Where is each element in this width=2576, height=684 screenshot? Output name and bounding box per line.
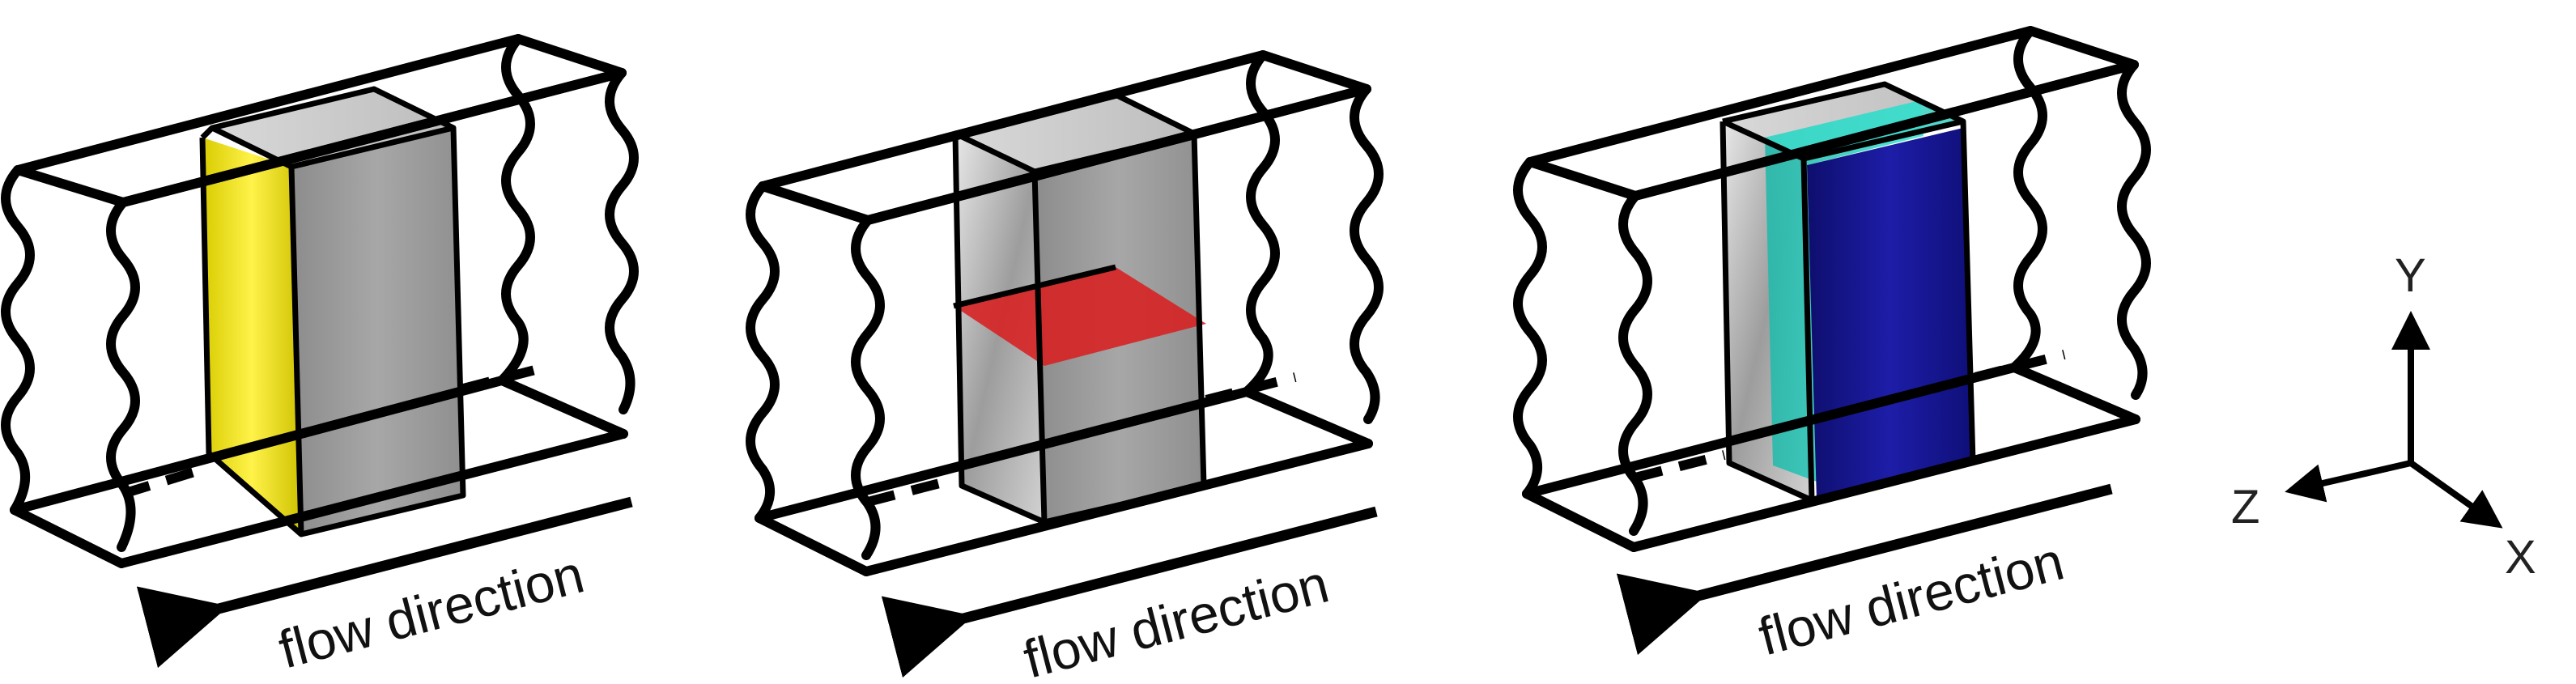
panel-middle: flow direction xyxy=(746,50,1384,684)
flow-label: flow direction xyxy=(273,543,589,679)
sample-top-face xyxy=(212,89,453,167)
blue-volume xyxy=(1807,128,1973,500)
wavy-edge xyxy=(1513,157,1547,499)
wavy-edge xyxy=(1,165,35,515)
sample-front-face xyxy=(291,128,463,534)
z-axis xyxy=(2285,460,2412,503)
panel-left: flow direction xyxy=(1,34,639,680)
x-axis-label: X xyxy=(2505,531,2536,584)
y-axis-label: Y xyxy=(2395,249,2426,302)
sample-top-face xyxy=(955,96,1194,172)
flow-label: flow direction xyxy=(1018,553,1334,684)
flow-arrow xyxy=(1616,483,2113,656)
z-axis-label: Z xyxy=(2231,481,2259,533)
flow-arrow xyxy=(881,506,1378,678)
panel-right: flow direction xyxy=(1513,26,2151,667)
axes-triad: Y Z X xyxy=(2231,249,2536,584)
yellow-cross-section xyxy=(202,138,301,534)
flow-label: flow direction xyxy=(1753,530,2069,666)
flow-arrow xyxy=(136,496,633,669)
x-axis xyxy=(2408,460,2503,529)
wavy-edge xyxy=(746,181,780,523)
